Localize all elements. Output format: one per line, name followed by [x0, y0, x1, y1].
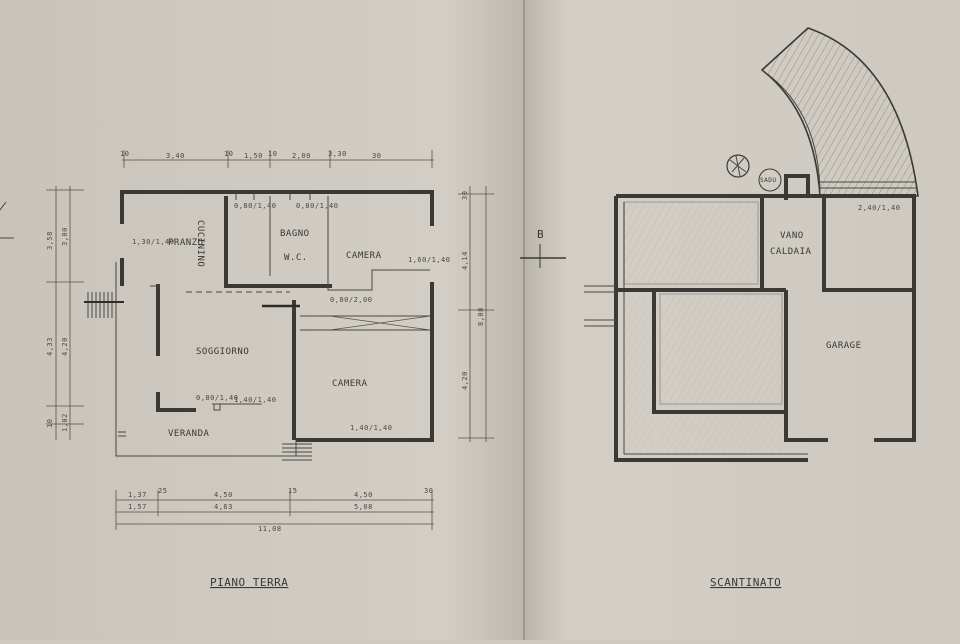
window-label: 1,40/1,40: [350, 424, 392, 432]
top-dimension-line: 10 3,40 10 1,50 10 2,00 3,30 30: [120, 150, 434, 168]
dim-left: 3,58: [46, 231, 54, 250]
right-dimension-lines: 4,14 4,20 8,08 30: [458, 186, 494, 442]
closet-cross: [329, 315, 431, 331]
dim-top: 10: [268, 150, 277, 158]
window-label: 2,40/1,40: [858, 204, 900, 212]
room-soggiorno: SOGGIORNO: [196, 347, 249, 357]
room-cucinino: CUCININO: [195, 220, 205, 267]
entry-steps: [87, 292, 117, 318]
dim-top: 2,00: [292, 152, 311, 160]
tree-icon: [726, 154, 750, 178]
dim-bottom: 1,37: [128, 491, 147, 499]
room-caldaia: CALDAIA: [770, 247, 812, 257]
window-label: 1,40/1,40: [234, 396, 276, 404]
dim-top: 10: [224, 150, 233, 158]
soggiorno-wall: [156, 284, 196, 412]
room-bagno: BAGNO: [280, 229, 310, 239]
basement-plan: SADU VANO CALDAIA GARAGE 2,40/1,40 SCANT…: [584, 27, 919, 589]
room-camera-bottom: CAMERA: [332, 379, 368, 389]
door-label: 0,80/2,00: [330, 296, 372, 304]
room-wc: W.C.: [284, 253, 308, 263]
dim-top: 10: [120, 150, 129, 158]
ground-floor-title: PIANO TERRA: [210, 576, 288, 589]
kitchen-wall: [224, 196, 332, 288]
dim-right: 30: [461, 191, 469, 200]
dim-top: 3,40: [166, 152, 185, 160]
dim-right: 4,20: [461, 371, 469, 390]
dim-left: 10: [46, 419, 54, 428]
window-label: 1,60/1,40: [408, 256, 450, 264]
dim-total: 11,08: [258, 525, 282, 533]
left-dimension-lines: 3,58 3,00 4,33 4,20 10 1,02: [46, 186, 84, 440]
crawlspace-1: [623, 201, 759, 285]
room-camera-top: CAMERA: [346, 251, 382, 261]
section-label: B: [537, 228, 544, 241]
dim-top: 1,50: [244, 152, 263, 160]
north-arrow-fragment: [0, 201, 14, 239]
crawlspace-4: [660, 412, 782, 454]
ground-floor-plan: PRANZO CUCININO BAGNO W.C. CAMERA SOGGIO…: [0, 150, 566, 589]
window-label: 0,80/1,40: [234, 202, 276, 210]
dim-right: 8,08: [477, 307, 485, 326]
crawlspace-2: [659, 293, 783, 405]
column: [213, 403, 221, 411]
bottom-dimension-lines: 1,37 25 4,50 15 4,50 30 1,57 4,63 5,08 1…: [115, 487, 434, 533]
room-vano: VANO: [780, 231, 804, 241]
door-label: 0,80/1,40: [196, 394, 238, 402]
dim-left: 1,02: [61, 413, 69, 432]
basement-title: SCANTINATO: [710, 576, 781, 589]
dim-bottom: 4,50: [354, 491, 373, 499]
window-label: 1,30/1,40: [132, 238, 174, 246]
tree-circle: [758, 168, 782, 192]
dim-bottom: 1,57: [128, 503, 147, 511]
dim-left: 4,33: [46, 337, 54, 356]
left-page: [0, 0, 524, 640]
basement-outer-wall: [616, 194, 916, 442]
ground-north-wall: [120, 190, 434, 226]
room-pranzo: PRANZO: [168, 238, 204, 248]
tree-label: SADU: [760, 177, 776, 184]
section-marker-b: B: [520, 228, 566, 268]
dim-bottom: 4,50: [214, 491, 233, 499]
dim-bottom: 15: [288, 487, 297, 495]
dim-right: 4,14: [461, 251, 469, 270]
crawlspace-3: [624, 294, 654, 454]
closet-lines: [300, 315, 430, 331]
dim-top: 3,30: [328, 150, 347, 158]
dim-bottom: 30: [424, 487, 433, 495]
dim-top: 30: [372, 152, 381, 160]
room-veranda: VERANDA: [168, 429, 210, 439]
dim-bottom: 4,63: [214, 503, 233, 511]
driveway-ramp: [760, 27, 919, 197]
dim-left: 3,00: [61, 227, 69, 246]
room-garage: GARAGE: [826, 341, 862, 351]
veranda-steps: [282, 443, 312, 461]
dim-bottom: 5,08: [354, 503, 373, 511]
camera-top-wall: [327, 196, 430, 291]
dim-bottom: 25: [158, 487, 167, 495]
dim-left: 4,20: [61, 337, 69, 356]
entry-passage: [584, 285, 616, 327]
ground-east-wall: [296, 282, 434, 442]
window-label: 0,80/1,40: [296, 202, 338, 210]
